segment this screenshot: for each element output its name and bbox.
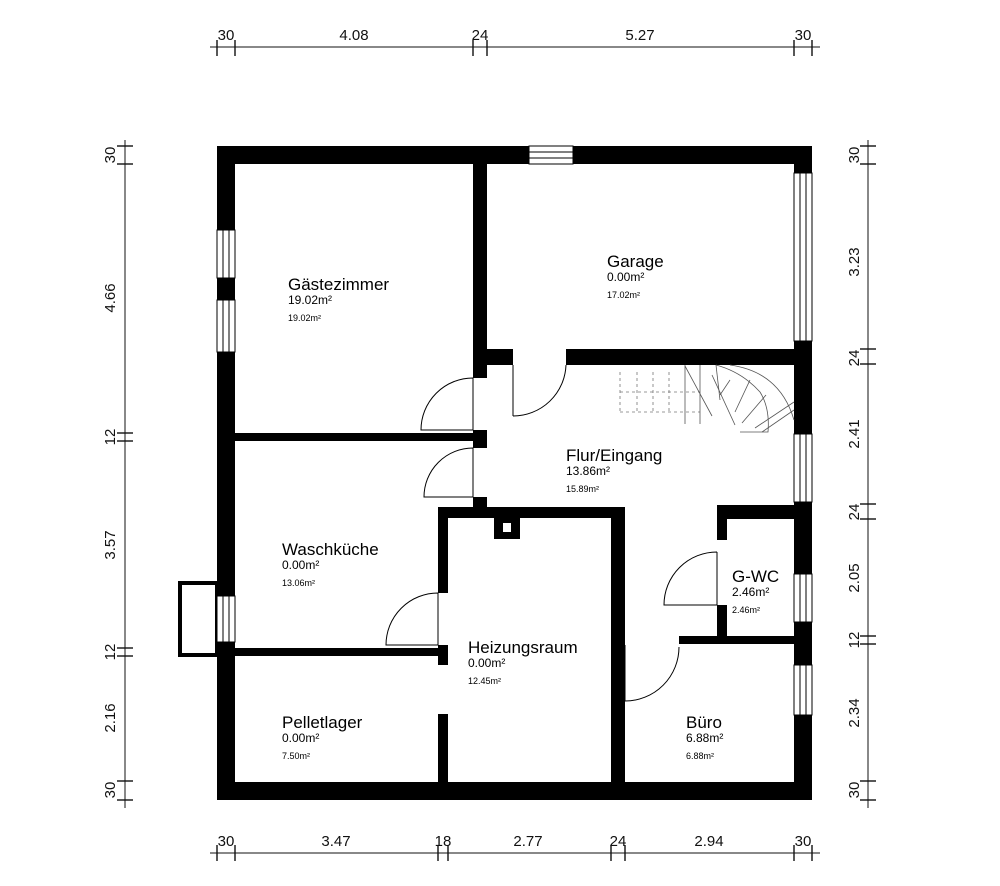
dim-bottom-5: 2.94 [694,833,723,850]
room-flur-eingang: Flur/Eingang 13.86m² 15.89m² [566,446,662,494]
room-area: 0.00m² [468,656,505,670]
dim-bottom-1: 3.47 [321,833,350,850]
dim-bottom-6: 30 [795,833,812,850]
room-area-secondary: 19.02m² [288,313,321,323]
room-area: 0.00m² [282,558,319,572]
dimension-right: 30 3.23 24 2.41 24 2.05 12 2.34 30 [846,140,876,808]
doors [385,364,718,702]
dim-left-5: 2.16 [102,703,119,732]
room-area-secondary: 12.45m² [468,676,501,686]
dim-bottom-4: 24 [610,833,627,850]
room-area: 2.46m² [732,585,769,599]
dim-right-8: 30 [846,782,863,799]
dim-top-1: 4.08 [339,27,368,44]
dimension-top: 30 4.08 24 5.27 30 [210,27,820,56]
room-waschkueche: Waschküche 0.00m² 13.06m² [282,540,379,588]
dim-bottom-3: 2.77 [513,833,542,850]
room-name: Heizungsraum [468,638,578,657]
room-name: Pelletlager [282,713,363,732]
room-name: Waschküche [282,540,379,559]
room-area-secondary: 2.46m² [732,605,760,615]
room-name: Büro [686,713,722,732]
room-area-secondary: 17.02m² [607,290,640,300]
room-name: Garage [607,252,664,271]
dim-right-4: 24 [846,504,863,521]
stair [619,364,795,433]
room-area-secondary: 7.50m² [282,751,310,761]
dim-right-6: 12 [846,632,863,649]
room-garage: Garage 0.00m² 17.02m² [607,252,664,300]
room-name: Flur/Eingang [566,446,662,465]
dim-right-2: 24 [846,350,863,367]
dim-left-1: 4.66 [102,283,119,312]
dim-top-0: 30 [218,27,235,44]
room-name: Gästezimmer [288,275,389,294]
room-pelletlager: Pelletlager 0.00m² 7.50m² [282,713,363,761]
dimension-left: 30 4.66 12 3.57 12 2.16 30 [102,140,133,808]
dim-right-0: 30 [846,147,863,164]
walls [178,146,812,800]
room-area: 13.86m² [566,464,610,478]
room-g-wc: G-WC 2.46m² 2.46m² [732,567,779,615]
dim-left-4: 12 [102,644,119,661]
dim-right-1: 3.23 [846,247,863,276]
room-area: 0.00m² [607,270,644,284]
room-area: 0.00m² [282,731,319,745]
room-area-secondary: 13.06m² [282,578,315,588]
dim-top-4: 30 [795,27,812,44]
dim-right-5: 2.05 [846,563,863,592]
dim-left-2: 12 [102,429,119,446]
room-area-secondary: 6.88m² [686,751,714,761]
room-area: 19.02m² [288,293,332,307]
dim-top-3: 5.27 [625,27,654,44]
room-area: 6.88m² [686,731,723,745]
room-heizungsraum: Heizungsraum 0.00m² 12.45m² [468,638,578,686]
room-name: G-WC [732,567,779,586]
dim-right-7: 2.34 [846,698,863,727]
room-area-secondary: 15.89m² [566,484,599,494]
dim-right-3: 2.41 [846,419,863,448]
windows [216,145,813,716]
dimension-bottom: 30 3.47 18 2.77 24 2.94 30 [210,833,820,861]
dim-bottom-0: 30 [218,833,235,850]
dim-left-3: 3.57 [102,530,119,559]
dim-bottom-2: 18 [435,833,452,850]
dim-top-2: 24 [472,27,489,44]
room-buero: Büro 6.88m² 6.88m² [686,713,723,761]
room-gaestezimmer: Gästezimmer 19.02m² 19.02m² [288,275,389,323]
dim-left-6: 30 [102,782,119,799]
dim-left-0: 30 [102,147,119,164]
